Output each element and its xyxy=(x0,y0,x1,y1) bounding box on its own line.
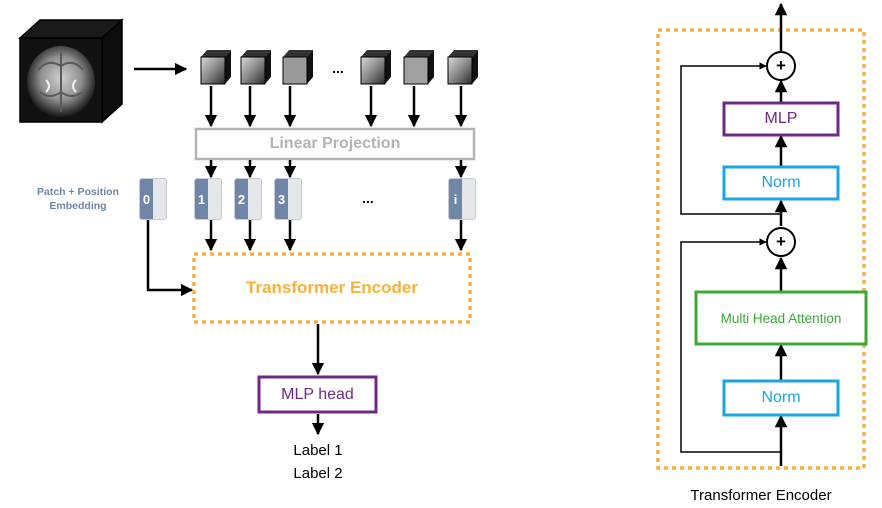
token-0-number: 0 xyxy=(140,179,153,219)
token-0: 0 xyxy=(139,178,167,220)
token-2-number: 2 xyxy=(235,179,248,219)
transformer-encoder-label: Transformer Encoder xyxy=(246,278,418,297)
norm-top-label: Norm xyxy=(761,174,801,191)
mlp-head-box xyxy=(257,375,378,414)
patch-to-projection-arrows xyxy=(204,86,468,128)
token-to-encoder-arrows xyxy=(204,220,468,252)
patch-4 xyxy=(360,50,391,85)
token-ellipsis: ... xyxy=(362,190,374,206)
transformer-encoder-box xyxy=(192,252,472,324)
linear-projection-box xyxy=(194,127,476,161)
token-2: 2 xyxy=(234,178,262,220)
projection-to-token-arrows xyxy=(204,160,468,179)
add-symbol-top: + xyxy=(776,56,786,75)
patch-position-embedding-label: Patch + Position Embedding xyxy=(37,186,119,212)
patch-1 xyxy=(200,50,231,85)
mlp-block xyxy=(722,101,840,137)
output-label-1: Label 1 xyxy=(293,441,343,459)
patch-2 xyxy=(240,50,271,85)
patch-6 xyxy=(447,50,478,85)
add-node-top xyxy=(766,51,796,81)
token-3: 3 xyxy=(274,178,302,220)
add-symbol-bottom: + xyxy=(776,232,786,251)
input-mri-volume xyxy=(18,18,124,124)
mlp-block-label: MLP xyxy=(764,110,798,127)
norm-bottom-label: Norm xyxy=(761,389,801,406)
encoder-detail-dashed-border xyxy=(656,28,866,470)
image-patches xyxy=(200,50,478,85)
token-i: i xyxy=(448,178,476,220)
attention-block xyxy=(694,290,868,346)
token-3-number: 3 xyxy=(275,179,288,219)
linear-projection-label: Linear Projection xyxy=(269,135,401,152)
mlp-head-label: MLP head xyxy=(281,385,354,403)
token-1: 1 xyxy=(194,178,222,220)
patch-5 xyxy=(403,50,434,85)
class-token-arrow xyxy=(146,220,194,297)
attention-block-label: Multi Head Attention xyxy=(720,310,842,326)
patch-3 xyxy=(282,50,313,85)
norm-block-bottom xyxy=(722,379,840,417)
token-1-number: 1 xyxy=(195,179,208,219)
token-i-number: i xyxy=(449,179,462,219)
norm-block-top xyxy=(722,165,840,201)
add-node-bottom xyxy=(766,227,796,257)
encoder-detail-caption: Transformer Encoder xyxy=(690,486,832,504)
patch-ellipsis: ... xyxy=(332,60,344,76)
output-label-2: Label 2 xyxy=(293,464,343,482)
residual-connections xyxy=(680,62,781,453)
